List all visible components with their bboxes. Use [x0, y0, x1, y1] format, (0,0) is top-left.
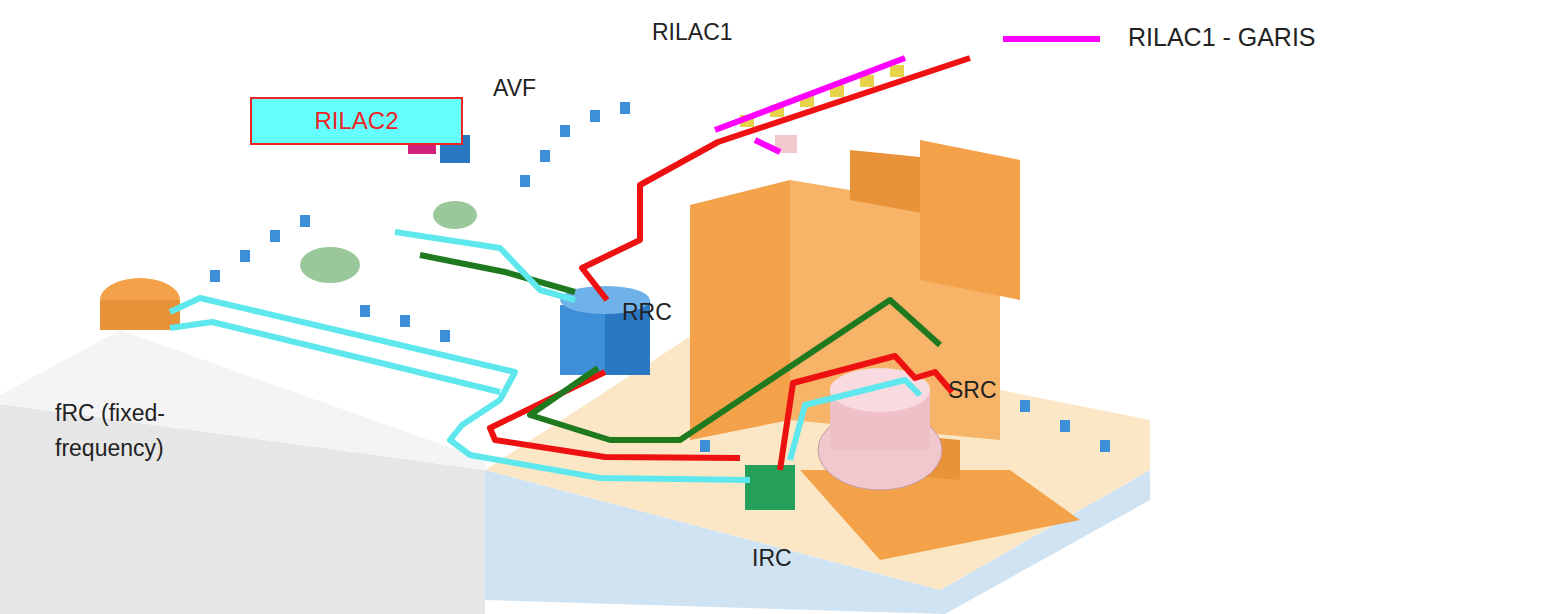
part-label: IRC: [752, 544, 792, 573]
shield-wall: [920, 140, 1020, 300]
rrc-magnet: [560, 305, 605, 375]
rilac1-cavities: [740, 65, 904, 127]
part-label: RRC: [622, 298, 672, 327]
left-platform-top: [0, 330, 485, 470]
frc-magnet: [100, 300, 180, 330]
irc-magnet: [745, 465, 795, 510]
legend-text: RILAC1 - GARIS: [1128, 22, 1316, 53]
part-label: RILAC1: [652, 18, 733, 47]
component: [300, 247, 360, 283]
part-label: AVF: [493, 74, 536, 103]
legend-line-sample: [1003, 36, 1100, 42]
beam-lines: [170, 58, 970, 480]
part-label: SRC: [948, 376, 997, 405]
component: [433, 201, 477, 229]
shield-wall: [800, 470, 1080, 560]
box-label: RILAC2: [314, 107, 398, 135]
beamline-elements: [210, 102, 1110, 452]
accelerator-box: RILAC2: [250, 97, 463, 145]
part-label: fRC (fixed- frequency): [55, 396, 165, 465]
